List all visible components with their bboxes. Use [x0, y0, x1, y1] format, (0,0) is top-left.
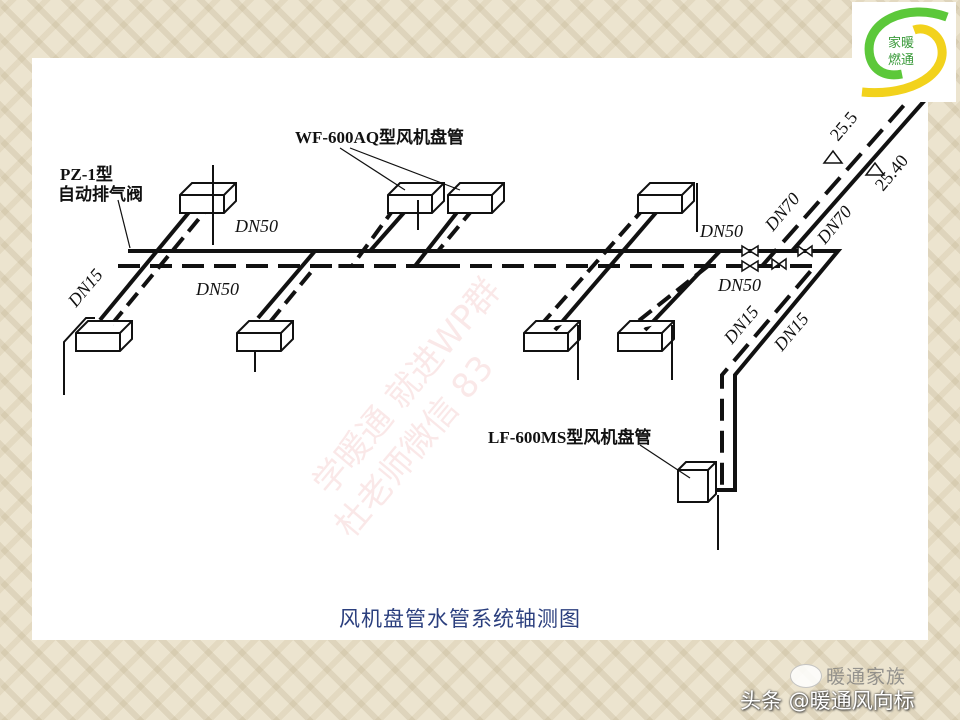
svg-text:燃通: 燃通: [888, 52, 914, 68]
fan-coil-unit: [447, 182, 505, 214]
logo-swirl-icon: 家暖 燃通: [861, 7, 949, 98]
label-dn50: DN50: [234, 216, 278, 236]
footer-overlay-text: 暖通家族: [826, 666, 907, 688]
fan-coil-unit: [236, 320, 294, 372]
label-pz1: PZ-1型: [60, 164, 113, 184]
label-air-vent: 自动排气阀: [58, 184, 143, 204]
fan-coil-unit: [63, 317, 133, 395]
wechat-icon: [790, 663, 822, 688]
fan-coil-units: [63, 165, 719, 550]
label-dn70: DN70: [812, 202, 856, 249]
label-wf-600aq: WF-600AQ型风机盘管: [295, 127, 464, 147]
footer-attribution: 头条 @暖通风向标: [740, 689, 915, 713]
main-supply-pipe: [128, 249, 843, 492]
label-dn15: DN15: [63, 265, 107, 312]
fan-coil-unit: [179, 165, 237, 245]
label-dn50: DN50: [717, 275, 761, 295]
label-dn50: DN50: [195, 279, 239, 299]
fan-coil-unit: [387, 182, 445, 230]
riser-supply: [790, 98, 927, 253]
fan-coil-unit-vertical: [677, 461, 719, 550]
main-return-pipe: [118, 264, 820, 487]
logo: 家暖 燃通: [852, 2, 956, 102]
label-lf-600ms: LF-600MS型风机盘管: [488, 427, 651, 447]
fan-coil-unit: [523, 320, 581, 380]
label-dn15: DN15: [769, 309, 813, 356]
label-elevation: 25.5: [826, 108, 862, 145]
fan-coil-unit: [617, 320, 675, 380]
diagram-title: 风机盘管水管系统轴测图: [339, 607, 581, 631]
riser-return: [760, 102, 907, 268]
svg-text:家暖: 家暖: [888, 35, 914, 51]
valves: [741, 149, 886, 273]
diagram-panel: [32, 58, 928, 640]
wechat-overlay: 暖通家族: [790, 662, 906, 689]
label-dn50: DN50: [699, 221, 743, 241]
label-dn15: DN15: [719, 302, 763, 349]
fan-coil-unit: [637, 182, 698, 232]
